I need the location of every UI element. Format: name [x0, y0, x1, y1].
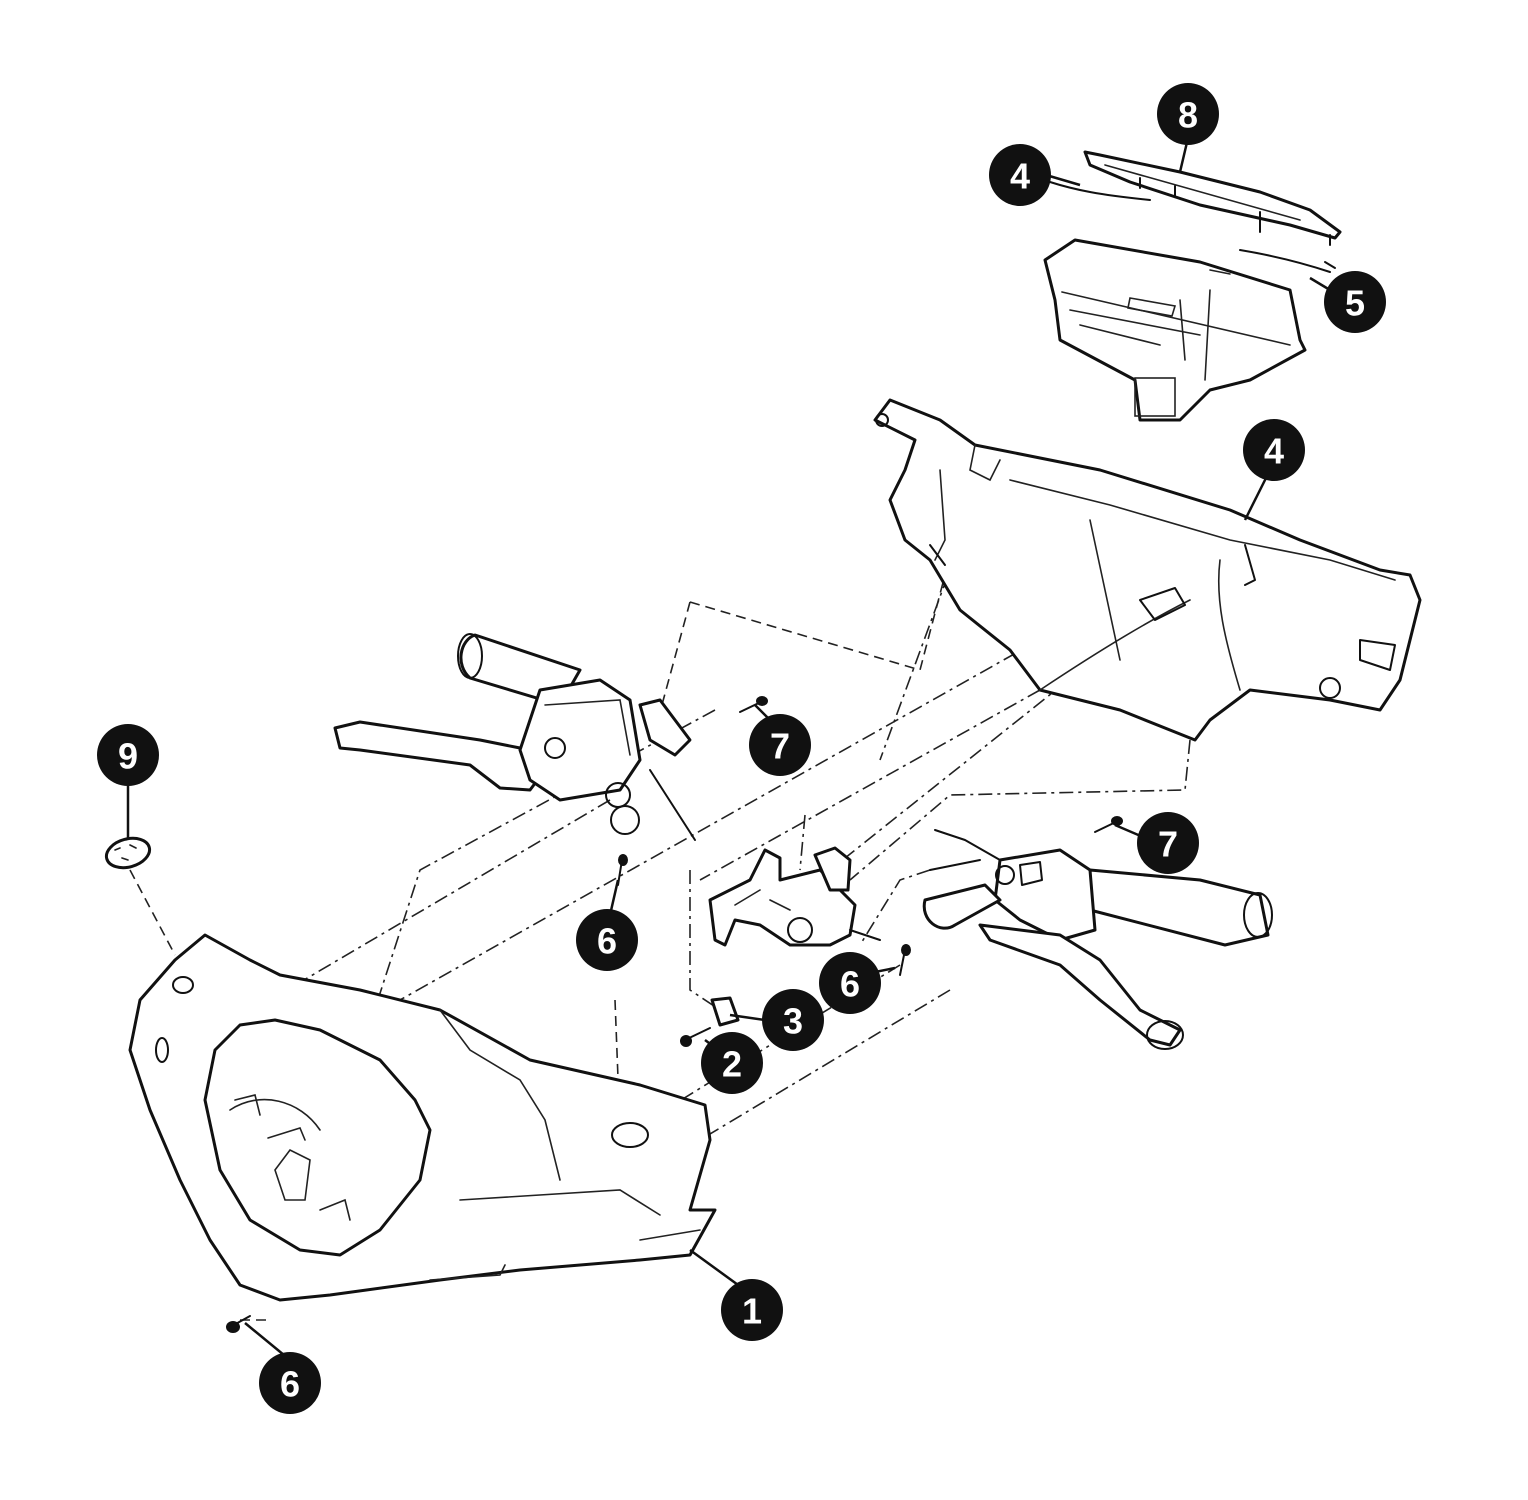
callout-9-label: 9	[118, 736, 138, 777]
callout-8-label: 8	[1178, 95, 1198, 136]
callout-5-left-label: 4	[1010, 156, 1030, 197]
callout-6-middle-label: 6	[840, 964, 860, 1005]
callout-8: 8	[1157, 83, 1219, 145]
callout-6-lower: 6	[259, 1352, 321, 1414]
callout-6-middle: 6	[819, 952, 881, 1014]
callout-4: 4	[1243, 419, 1305, 481]
handlebar-center-bracket	[708, 846, 881, 947]
screw-part-6-lower	[226, 1315, 251, 1333]
screw-part-6-middle	[899, 944, 911, 976]
screw-part-6-upper	[617, 854, 628, 886]
meter-cover-part-8	[1083, 150, 1342, 246]
callout-1-label: 1	[742, 1291, 762, 1332]
callout-7-upper-label: 7	[770, 726, 790, 767]
left-brake-lever-assembly	[333, 633, 696, 841]
callout-1: 1	[721, 1279, 783, 1341]
callout-7-lower-label: 7	[1158, 824, 1178, 865]
callout-7-upper: 7	[749, 714, 811, 776]
callout-5-right: 5	[1324, 271, 1386, 333]
callout-5-left: 4	[989, 144, 1051, 206]
front-handle-cover-part-1	[128, 933, 717, 1302]
callout-4-label: 4	[1264, 431, 1284, 472]
callout-2-label: 2	[722, 1044, 742, 1085]
clip-part-3	[710, 996, 740, 1027]
callout-2: 2	[701, 1032, 763, 1094]
screw-part-7-lower	[1094, 816, 1123, 833]
wire-part-5-right	[1239, 249, 1336, 273]
callout-7-lower: 7	[1137, 812, 1199, 874]
right-brake-lever-assembly	[922, 829, 1273, 1050]
screw-part-7-upper	[739, 696, 768, 713]
rear-handle-cover-part-4	[873, 398, 1422, 742]
callout-3: 3	[762, 989, 824, 1051]
callout-9: 9	[97, 724, 159, 786]
callout-3-label: 3	[783, 1001, 803, 1042]
emblem-part-9	[104, 836, 152, 870]
callout-6-upper: 6	[576, 909, 638, 971]
callout-6-upper-label: 6	[597, 921, 617, 962]
callout-5-right-label: 5	[1345, 283, 1365, 324]
callout-6-lower-label: 6	[280, 1364, 300, 1405]
instrument-cluster	[1043, 238, 1307, 422]
bolt-part-2	[680, 1027, 711, 1047]
wire-part-5-left	[1049, 181, 1151, 201]
